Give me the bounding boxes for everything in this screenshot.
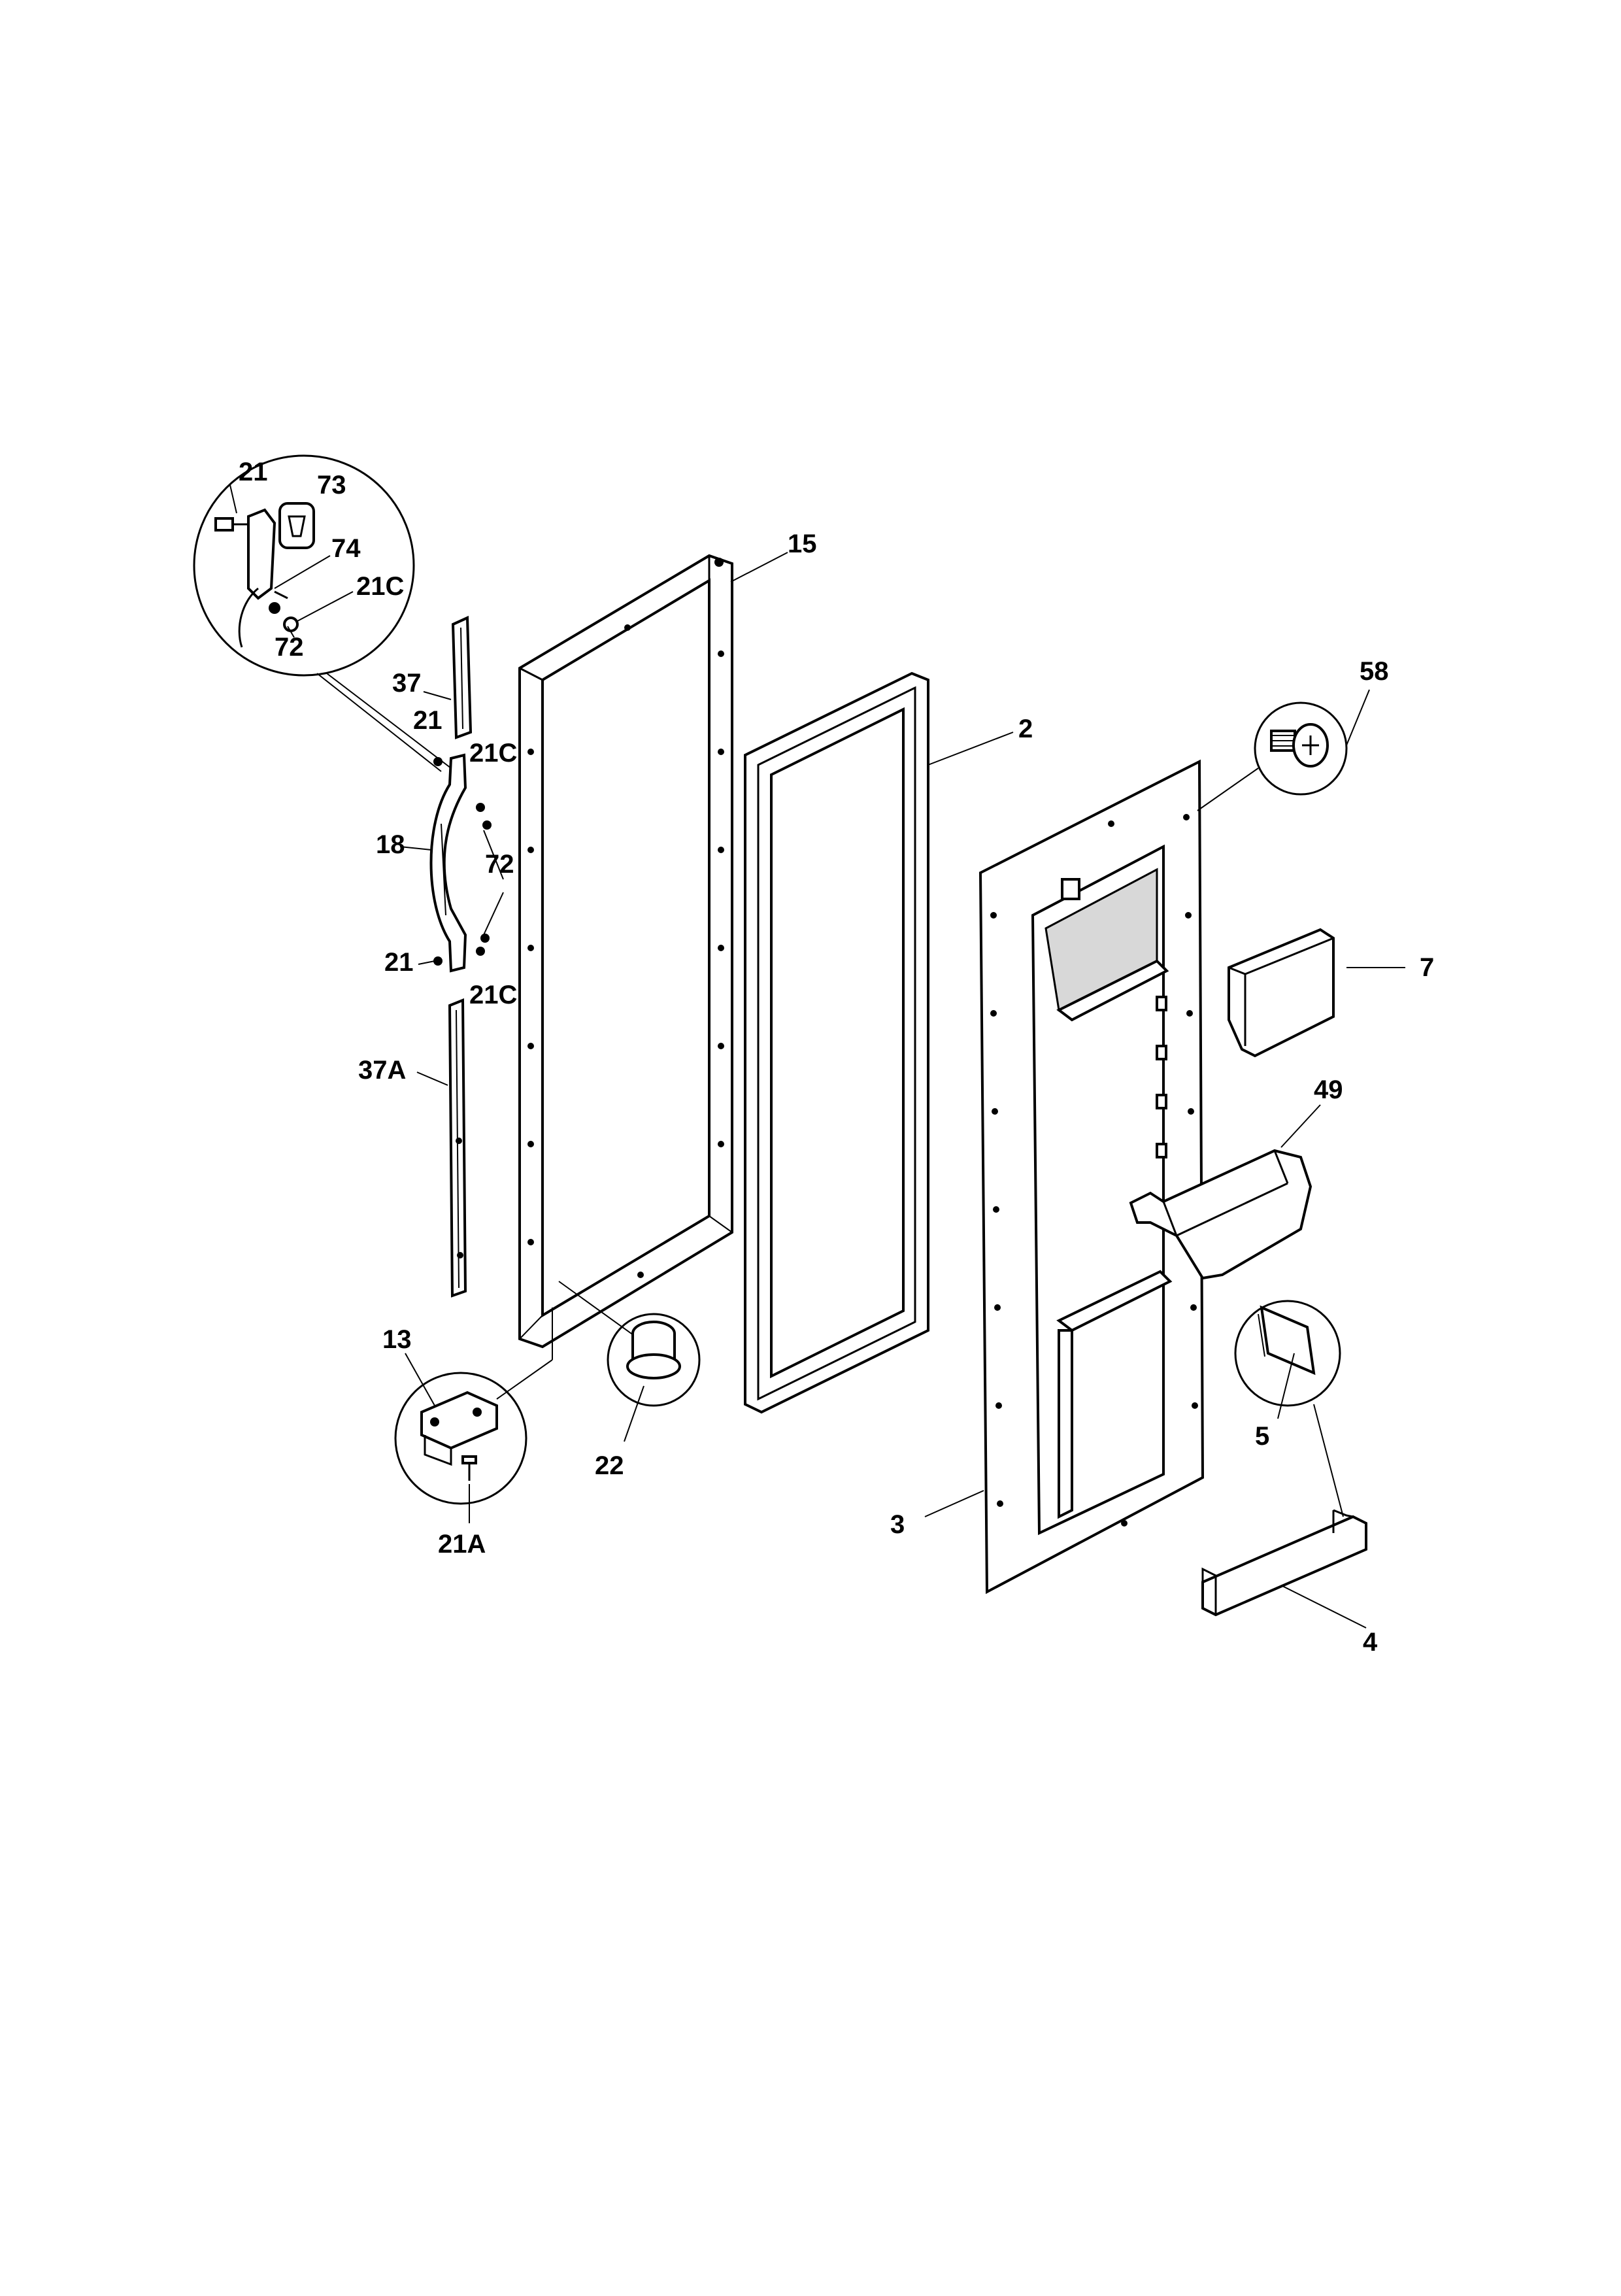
callout-21c-upper: 21C	[469, 739, 517, 768]
callout-21-mid: 21	[413, 706, 443, 735]
callout-37a: 37A	[358, 1056, 406, 1085]
callout-15: 15	[788, 530, 817, 558]
hinge-bracket-inset	[247, 508, 276, 600]
callout-5: 5	[1255, 1422, 1269, 1451]
callout-21a: 21A	[438, 1530, 486, 1559]
door-gasket-2	[744, 671, 929, 1414]
trim-strip-37	[451, 615, 473, 739]
callout-22: 22	[595, 1451, 624, 1480]
hinge-bracket-13-inset	[394, 1372, 527, 1505]
callout-21-lower: 21	[384, 948, 414, 977]
callout-13: 13	[382, 1325, 412, 1354]
cap-22-inset	[607, 1313, 701, 1407]
callout-21c-inset: 21C	[356, 572, 404, 601]
screw-58-inset	[1254, 701, 1348, 796]
callout-2: 2	[1018, 715, 1033, 743]
callout-37: 37	[392, 669, 422, 698]
inner-door-liner-3	[978, 759, 1205, 1595]
door-handle-18	[429, 753, 492, 973]
callout-58: 58	[1360, 657, 1389, 686]
hinge-detail-inset	[193, 454, 415, 677]
callout-3: 3	[890, 1510, 905, 1539]
trim-strip-37a	[448, 998, 467, 1298]
callout-72: 72	[485, 850, 514, 879]
cap-73-inset	[278, 502, 315, 549]
dairy-door-cover-7	[1228, 928, 1335, 1058]
bin-end-5-inset	[1234, 1300, 1341, 1407]
callout-18: 18	[376, 830, 405, 859]
callout-49: 49	[1314, 1075, 1343, 1104]
callout-73: 73	[317, 471, 346, 499]
door-panel-15	[518, 554, 733, 1349]
door-bin-49	[1129, 1149, 1312, 1280]
screw-21-inset	[214, 517, 248, 532]
callout-7: 7	[1420, 953, 1434, 982]
callout-21-inset: 21	[239, 458, 268, 486]
door-bin-4	[1201, 1509, 1367, 1617]
callout-21c-lower: 21C	[469, 981, 517, 1009]
callout-72-inset: 72	[275, 633, 304, 662]
callout-4: 4	[1363, 1628, 1378, 1657]
callout-74: 74	[331, 534, 361, 563]
